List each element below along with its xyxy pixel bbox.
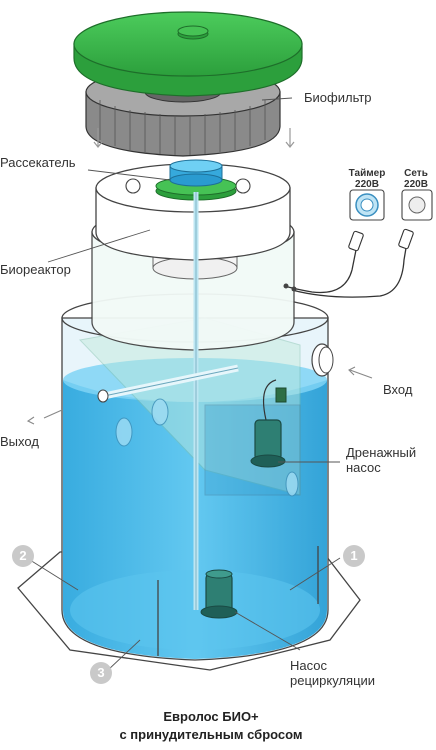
bioreactor-label: Биореактор [0, 262, 71, 277]
cables [283, 247, 407, 298]
septic-diagram [17, 11, 433, 671]
recirc-pump-label-2: рециркуляции [290, 673, 376, 688]
splitter [155, 159, 237, 201]
marker-2: 2 [12, 545, 34, 567]
socket-device [401, 189, 433, 221]
flow-arrows [26, 366, 373, 425]
green-lid [73, 11, 303, 97]
timer-label-2: 220В [355, 179, 379, 190]
socket-label-2: 220В [404, 179, 428, 190]
leader-lines [29, 97, 341, 671]
tank-holes [115, 398, 299, 497]
plugs [348, 228, 414, 252]
drain-chamber [204, 404, 301, 496]
drain-pump-device [250, 379, 287, 468]
marker-1: 1 [343, 545, 365, 567]
recirc-pump-device [200, 569, 238, 619]
caption-line-1: Евролос БИО+ [163, 709, 259, 724]
drain-pump-label-2: насос [346, 460, 381, 475]
outlet-label: Выход [0, 434, 39, 449]
support-fins [157, 546, 319, 656]
timer-label-1: Таймер [348, 168, 386, 179]
marker-3: 3 [90, 662, 112, 684]
recirc-pump-label-1: Насос [290, 658, 327, 673]
timer-device [349, 189, 385, 221]
drain-pump-label-1: Дренажный [346, 445, 417, 460]
biofilter-label: Биофильтр [304, 90, 372, 105]
socket-label-1: Сеть [404, 168, 428, 179]
inlet-pipe [311, 343, 334, 377]
caption: Евролос БИО+ с принудительным сбросом [0, 708, 422, 744]
inlet-label: Вход [383, 382, 413, 397]
caption-line-2: с принудительным сбросом [119, 727, 303, 742]
down-arrows [93, 128, 295, 148]
splitter-label: Рассекатель [0, 155, 76, 170]
